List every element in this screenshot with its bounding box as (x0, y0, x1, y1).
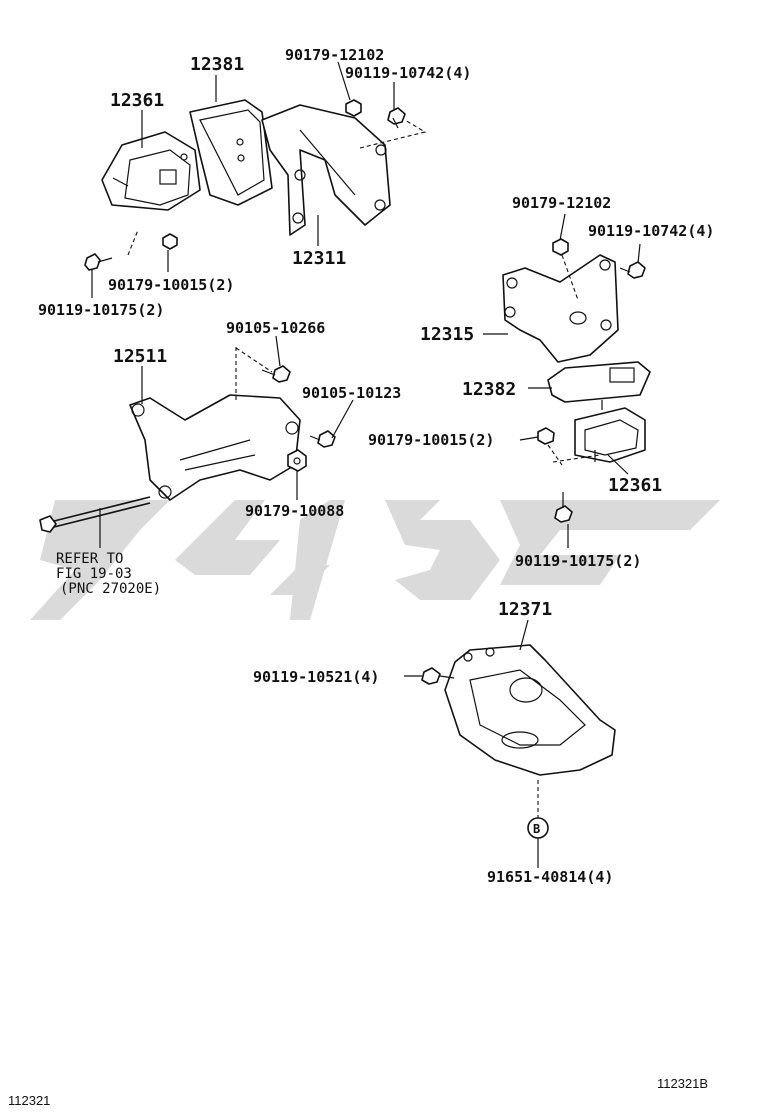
label-12361-top: 12361 (110, 90, 164, 111)
label-12511: 12511 (113, 346, 167, 367)
label-90119-10742-top: 90119-10742(4) (345, 64, 471, 82)
callout-b-letter: B (533, 822, 540, 836)
label-12382: 12382 (462, 379, 516, 400)
nut-90179-10015-mid (537, 427, 555, 445)
bolt-90119-10742-top (387, 107, 406, 129)
label-90119-10521: 90119-10521(4) (253, 668, 379, 686)
label-90179-10015-mid: 90179-10015(2) (368, 431, 494, 449)
bolt-90119-10175-mid (554, 492, 573, 523)
crossmember-12371 (444, 644, 616, 776)
label-90119-10175-top: 90119-10175(2) (38, 301, 164, 319)
nut-90179-12102-top (345, 99, 362, 117)
label-90105-10123: 90105-10123 (302, 384, 401, 402)
insulator-12361-top (101, 131, 201, 211)
stopper-12381 (189, 99, 273, 206)
label-90179-12102-mid: 90179-12102 (512, 194, 611, 212)
bracket-12511 (129, 394, 301, 501)
nut-90179-10015-top (162, 233, 178, 250)
bolt-90119-10521 (421, 667, 455, 685)
nut-90179-10088 (287, 449, 307, 472)
label-90179-10015-top: 90179-10015(2) (108, 276, 234, 294)
label-90119-10175-mid: 90119-10175(2) (515, 552, 641, 570)
nut-90179-12102-mid (552, 238, 569, 256)
figure-code-left: 112321 (8, 1093, 50, 1108)
refer-note-line3: (PNC 27020E) (60, 581, 161, 597)
bolt-90119-10742-mid (619, 261, 646, 279)
bolt-90119-10175-top (84, 253, 113, 271)
label-12371: 12371 (498, 599, 552, 620)
watermark-logo (30, 500, 720, 620)
bracket-12315 (502, 254, 619, 363)
stopper-12382 (547, 361, 651, 403)
label-91651-40814: 91651-40814(4) (487, 868, 613, 886)
label-90119-10742-mid: 90119-10742(4) (588, 222, 714, 240)
label-90179-12102-top: 90179-12102 (285, 46, 384, 64)
label-12381: 12381 (190, 54, 244, 75)
insulator-12361-mid (574, 400, 646, 463)
label-90105-10266: 90105-10266 (226, 319, 325, 337)
label-90179-10088: 90179-10088 (245, 502, 344, 520)
label-12311: 12311 (292, 248, 346, 269)
bracket-12311 (261, 104, 391, 236)
bolt-90105-10123 (309, 430, 336, 448)
figure-code-right: 112321B (657, 1076, 708, 1091)
bolt-90105-10266 (261, 365, 291, 383)
label-12361-mid: 12361 (608, 475, 662, 496)
refer-note-line1: REFER TO (56, 551, 123, 567)
refer-note-line2: FIG 19-03 (56, 566, 132, 582)
label-12315: 12315 (420, 324, 474, 345)
